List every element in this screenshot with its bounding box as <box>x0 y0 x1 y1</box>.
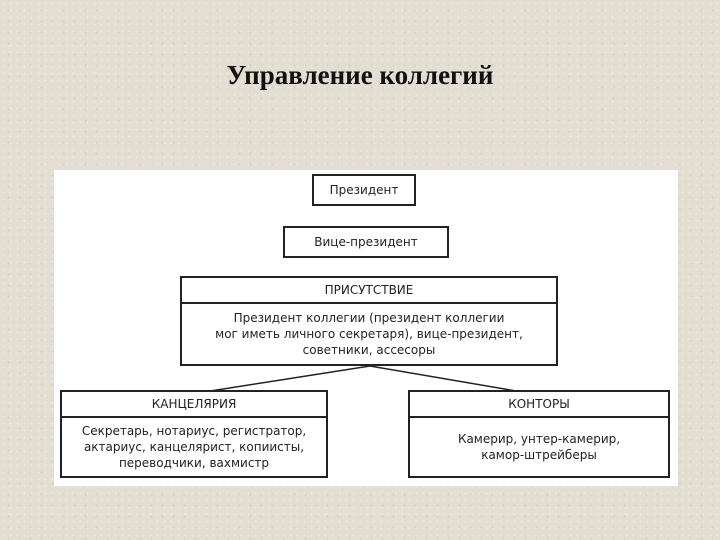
chancellery-title: КАНЦЕЛЯРИЯ <box>62 392 326 418</box>
slide-title: Управление коллегий <box>226 60 494 90</box>
chancellery-line: переводчики, вахмистр <box>118 456 270 470</box>
presence-line: мог иметь личного секретаря), вице-прези… <box>215 327 523 341</box>
presence-title: ПРИСУТСТВИЕ <box>182 278 556 304</box>
president-box: Президент <box>312 174 416 206</box>
offices-line: камор-штрейберы <box>481 448 597 462</box>
offices-line: Камерир, унтер-камерир, <box>457 432 621 446</box>
presence-body: Президент коллегии (президент коллегии м… <box>182 304 556 364</box>
vice-president-box: Вице-президент <box>283 226 449 258</box>
vice-president-label: Вице-президент <box>314 235 418 249</box>
presence-box: ПРИСУТСТВИЕ Президент коллегии (президен… <box>180 276 558 366</box>
presence-line: советники, ассесоры <box>302 343 436 357</box>
connector-presence-to-chancellery <box>203 365 371 393</box>
president-label: Президент <box>329 183 399 197</box>
presence-line: Президент коллегии (президент коллегии <box>233 311 505 325</box>
chancellery-box: КАНЦЕЛЯРИЯ Секретарь, нотариус, регистра… <box>60 390 328 478</box>
chancellery-line: актариус, канцелярист, копиисты, <box>83 440 305 454</box>
offices-box: КОНТОРЫ Камерир, унтер-камерир, камор-шт… <box>408 390 670 478</box>
org-chart-panel: Президент Вице-президент ПРИСУТСТВИЕ Пре… <box>54 170 678 486</box>
chancellery-line: Секретарь, нотариус, регистратор, <box>81 424 307 438</box>
chancellery-body: Секретарь, нотариус, регистратор, актари… <box>62 418 326 476</box>
offices-body: Камерир, унтер-камерир, камор-штрейберы <box>410 418 668 476</box>
connector-lines <box>203 365 523 393</box>
offices-title: КОНТОРЫ <box>410 392 668 418</box>
connector-presence-to-offices <box>369 365 523 393</box>
